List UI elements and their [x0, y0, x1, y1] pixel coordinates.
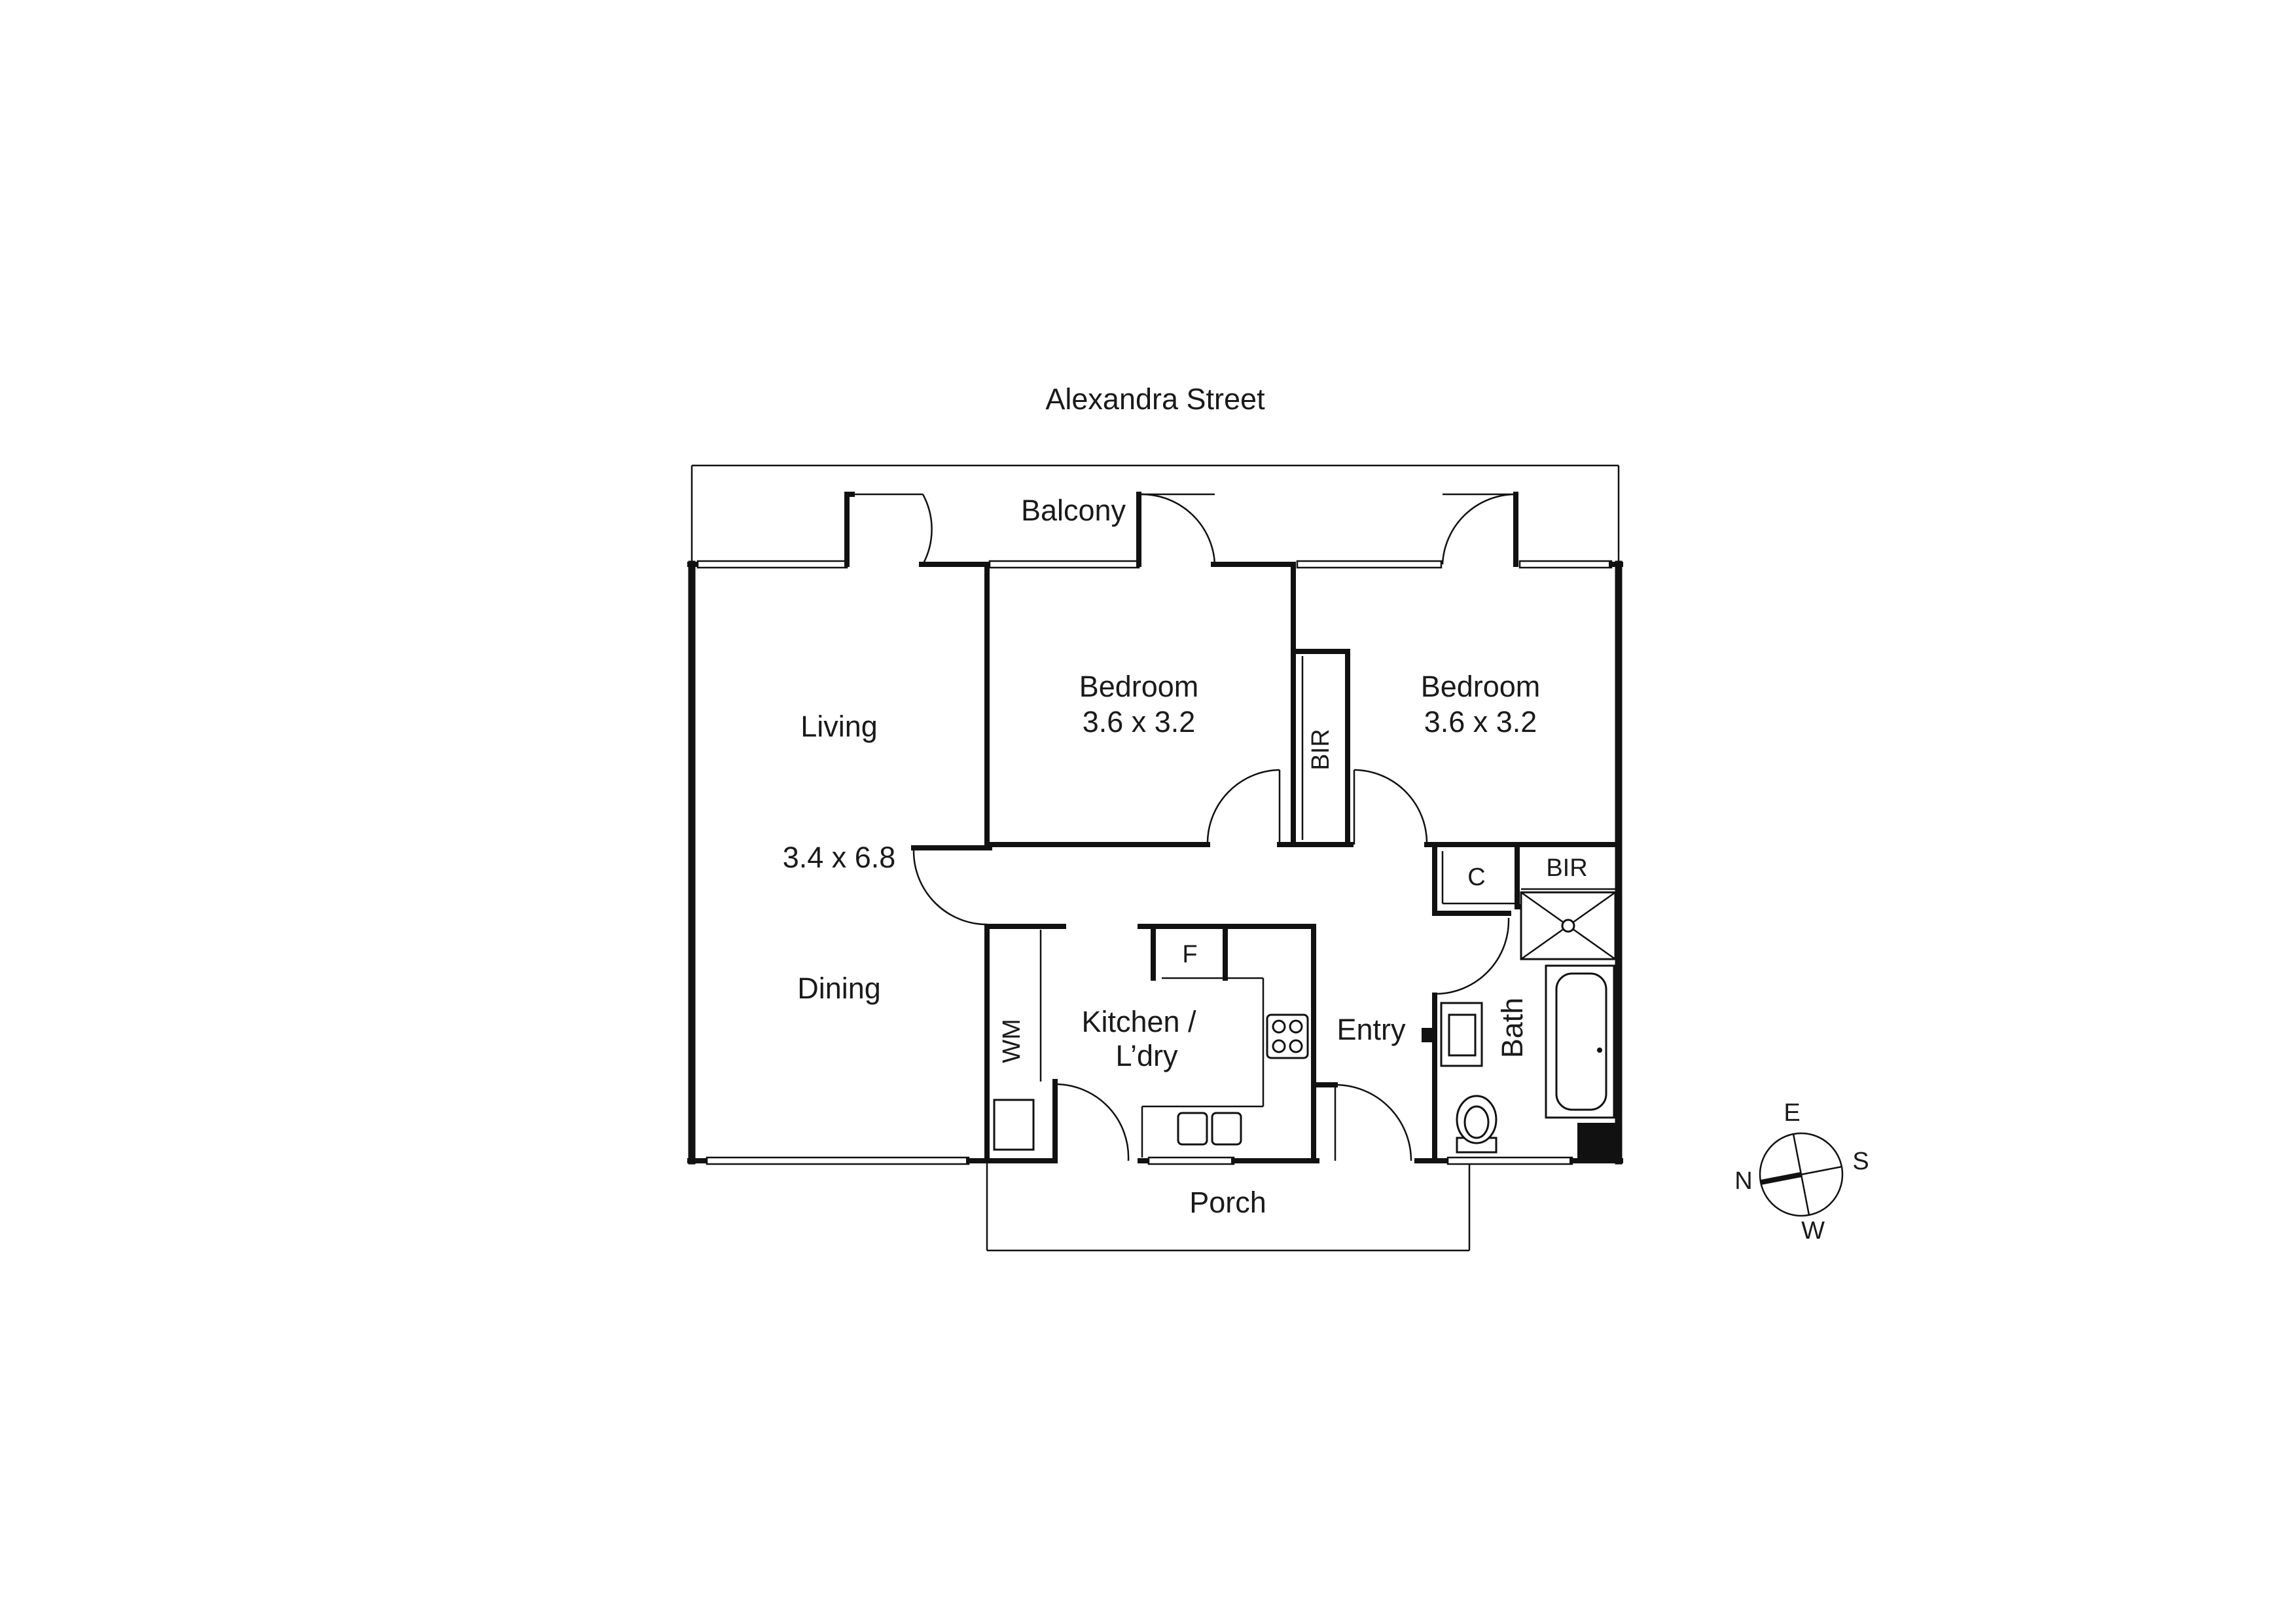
bedroom1-door [1206, 769, 1281, 845]
window [706, 1156, 970, 1165]
bedroom2-door [1353, 769, 1428, 845]
compass-north-needle [1760, 1172, 1802, 1185]
balcony-door-living [850, 493, 933, 565]
entry-label: Entry [1336, 1013, 1406, 1046]
balcony-label: Balcony [1021, 494, 1126, 527]
kitchen-door [1054, 1082, 1130, 1161]
window [1518, 560, 1613, 569]
living-size: 3.4 x 6.8 [783, 841, 896, 874]
bir-center-label: BIR [1307, 729, 1335, 770]
cupboard-c [1432, 842, 1520, 916]
bir-right-label: BIR [1546, 854, 1587, 882]
vanity [1422, 1002, 1483, 1067]
living-label: Living [800, 710, 878, 743]
living-corridor-door [912, 848, 988, 926]
bedroom2-label: Bedroom [1421, 670, 1541, 703]
toilet [1456, 1095, 1498, 1154]
dining-label: Dining [797, 972, 881, 1005]
entry-door [1311, 1082, 1412, 1161]
compass: E S N W [1734, 1099, 1869, 1245]
bath-label: Bath [1496, 998, 1529, 1059]
bath-corner-column [1577, 1123, 1622, 1161]
bir-center-cupboard [1277, 649, 1354, 847]
top-wall [687, 492, 1623, 569]
street-label: Alexandra Street [1045, 382, 1265, 416]
kitchen-label-line2: L’dry [1115, 1039, 1178, 1072]
bath-door [1437, 918, 1510, 995]
sink [1177, 1112, 1242, 1146]
compass-west: W [1801, 1217, 1825, 1245]
bedroom1-size: 3.6 x 3.2 [1083, 705, 1196, 739]
window [696, 560, 848, 569]
porch-label: Porch [1189, 1186, 1266, 1219]
balcony-door-bedroom2 [1441, 493, 1516, 565]
cooktop [1266, 1013, 1309, 1059]
bedroom1-label: Bedroom [1079, 670, 1199, 703]
compass-north: N [1734, 1167, 1752, 1195]
fridge-label: F [1182, 941, 1197, 968]
wm-nook [993, 930, 1042, 1151]
window [1446, 1156, 1573, 1165]
bathtub [1545, 964, 1615, 1119]
bedroom2-size: 3.6 x 3.2 [1424, 705, 1537, 739]
porch-outline [986, 1159, 1471, 1252]
compass-circle [1759, 1132, 1844, 1217]
wm-label: WM [998, 1019, 1026, 1063]
shower [1520, 891, 1617, 960]
compass-south-axis [1801, 1165, 1842, 1176]
window [1296, 560, 1443, 569]
kitchen-label-line1: Kitchen / [1081, 1005, 1196, 1038]
window [1147, 1156, 1235, 1165]
balcony-outline [691, 464, 1620, 563]
kitchen-bench [1141, 977, 1265, 1158]
compass-east: E [1784, 1099, 1800, 1127]
fridge [1151, 924, 1228, 981]
window [988, 560, 1140, 569]
compass-south: S [1852, 1148, 1869, 1175]
balcony-door-bedroom1 [1141, 493, 1216, 565]
cupboard-label: C [1467, 864, 1485, 891]
bottom-wall [687, 1156, 1623, 1165]
